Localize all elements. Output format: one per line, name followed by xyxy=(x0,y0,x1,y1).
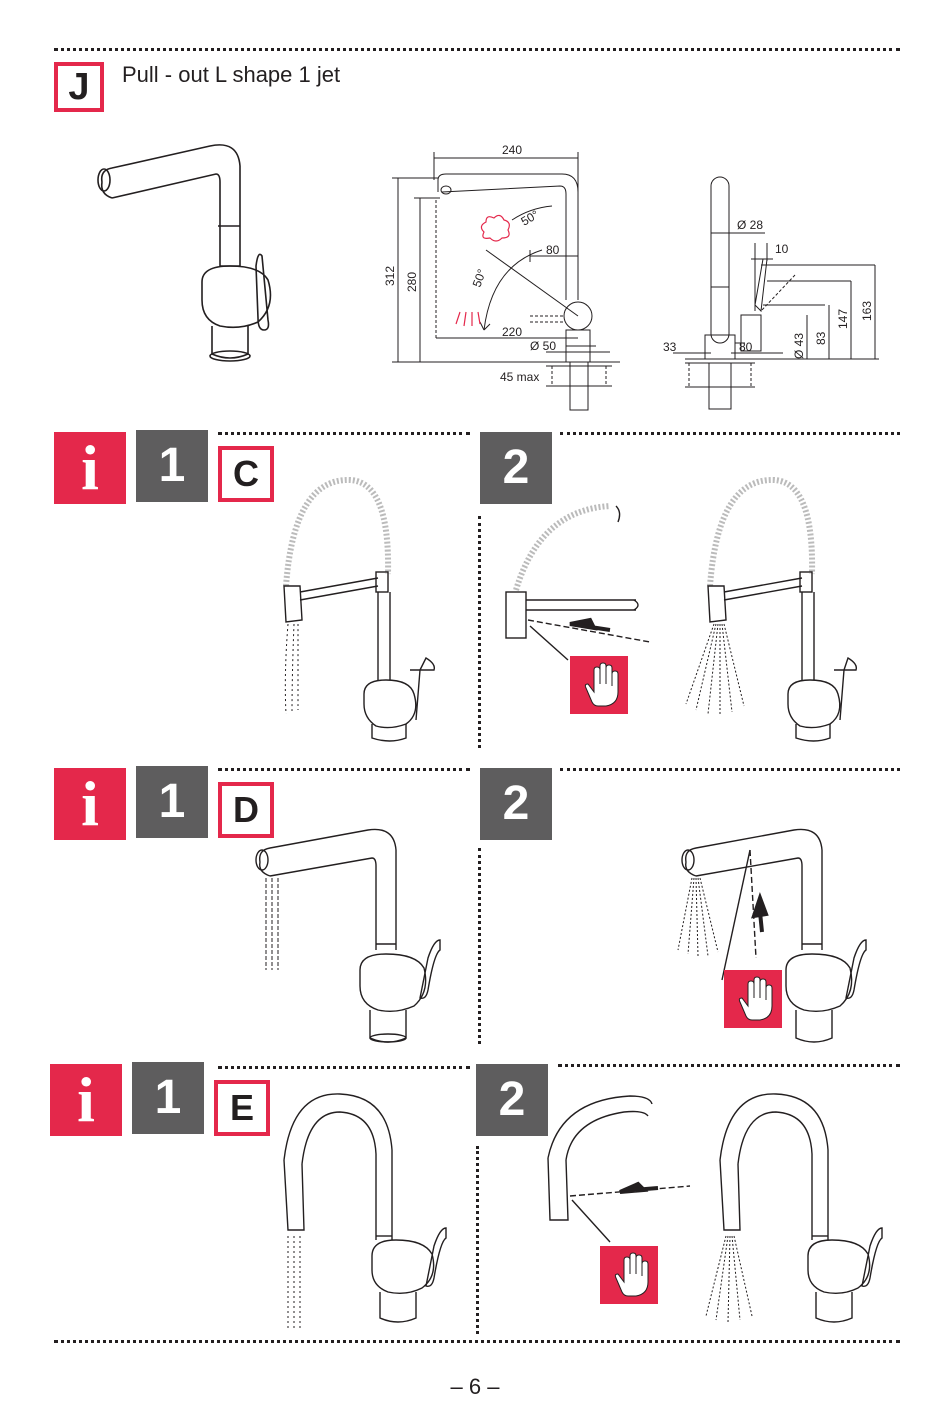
dim-147: 147 xyxy=(836,309,850,329)
bottom-divider xyxy=(54,1340,900,1343)
dim-dia43: Ø 43 xyxy=(792,333,806,359)
faucet-gooseneck-illustration-e1 xyxy=(283,1093,447,1328)
pull-out-detail-c2 xyxy=(505,503,651,661)
faucet-l-shape-illustration xyxy=(97,144,272,362)
row-c-divider-left xyxy=(218,432,470,435)
dim-45max: 45 max xyxy=(500,370,539,384)
faucet-spray-illustration-e2 xyxy=(705,1093,883,1323)
dim-dia28: Ø 28 xyxy=(737,218,763,232)
step1-badge-d: 1 xyxy=(136,766,208,838)
row-d-divider-right xyxy=(560,768,900,771)
hand-icon-d xyxy=(738,976,773,1021)
step2-badge-e: 2 xyxy=(476,1064,548,1136)
section-letter: J xyxy=(68,66,90,108)
row-c-divider-right xyxy=(560,432,900,435)
step2-badge-c: 2 xyxy=(480,432,552,504)
dim-10: 10 xyxy=(775,242,789,256)
model-code-c: C xyxy=(218,446,274,502)
step1-badge-c: 1 xyxy=(136,430,208,502)
step1-badge-e: 1 xyxy=(132,1062,204,1134)
info-badge-c: i xyxy=(54,432,126,504)
dim-163: 163 xyxy=(860,301,874,321)
page-number: – 6 – xyxy=(450,1374,500,1399)
section-letter-box: J xyxy=(54,62,104,112)
dim-33: 33 xyxy=(663,340,677,354)
technical-drawing-side: Ø 28 10 33 80 Ø 43 83 147 163 xyxy=(663,176,879,410)
info-badge-e: i xyxy=(50,1064,122,1136)
technical-drawing-front: 240 312 280 80 220 Ø 50 45 max 50° 50° xyxy=(383,143,620,411)
row-e-divider-left xyxy=(218,1066,470,1069)
swivel-angle-b: 50° xyxy=(470,267,489,289)
row-e-divider-right xyxy=(558,1064,900,1067)
step2-badge-d: 2 xyxy=(480,768,552,840)
faucet-spray-illustration-c2 xyxy=(685,476,858,742)
model-code-d: D xyxy=(218,782,274,838)
info-badge-d: i xyxy=(54,768,126,840)
pull-out-detail-e2 xyxy=(547,1095,691,1243)
hand-icon-e xyxy=(614,1252,649,1297)
swivel-angle-a: 50° xyxy=(519,207,542,228)
hand-press-icon-c xyxy=(570,656,628,714)
dim-312: 312 xyxy=(383,266,397,286)
row-d-vertical-divider xyxy=(478,848,481,1044)
hand-press-icon-e xyxy=(600,1246,658,1304)
dim-220: 220 xyxy=(502,325,522,339)
dim-dia50: Ø 50 xyxy=(530,339,556,353)
section-title: Pull - out L shape 1 jet xyxy=(122,62,341,87)
row-e-vertical-divider xyxy=(476,1146,479,1334)
dim-83: 83 xyxy=(814,331,828,345)
faucet-l-illustration-d1 xyxy=(255,828,441,1043)
dim-240: 240 xyxy=(502,143,522,157)
model-code-e: E xyxy=(214,1080,270,1136)
row-d-divider-left xyxy=(218,768,470,771)
dim-280: 280 xyxy=(405,272,419,292)
hand-press-icon-d xyxy=(724,970,782,1028)
hand-icon-c xyxy=(584,662,619,707)
dim-80-side: 80 xyxy=(739,340,753,354)
top-divider xyxy=(54,48,900,51)
dim-80: 80 xyxy=(546,243,560,257)
faucet-spring-illustration-c1 xyxy=(283,476,436,742)
row-c-vertical-divider xyxy=(478,516,481,748)
faucet-spray-illustration-d2 xyxy=(677,828,867,1043)
